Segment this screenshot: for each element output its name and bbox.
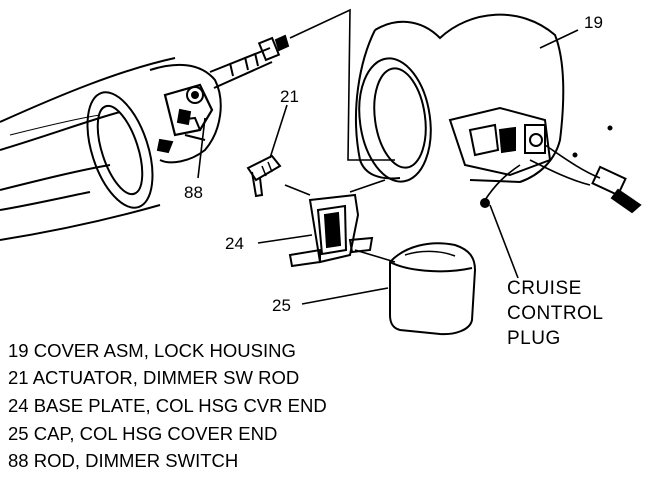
legend-item: 88 ROD, DIMMER SWITCH: [8, 450, 238, 471]
legend-item: 25 CAP, COL HSG COVER END: [8, 423, 277, 444]
callout-88: 88: [184, 183, 203, 202]
parts-legend: 19 COVER ASM, LOCK HOUSING 21 ACTUATOR, …: [8, 340, 327, 471]
plug-label-line1: CRUISE: [507, 278, 582, 299]
steering-column-illustration: [0, 34, 290, 241]
legend-item: 24 BASE PLATE, COL HSG CVR END: [8, 395, 327, 416]
lock-housing-cover-illustration: [355, 13, 642, 214]
callout-19: 19: [584, 13, 603, 32]
leader-lines: [197, 29, 579, 305]
end-cap-illustration: [389, 242, 477, 336]
legend-item: 19 COVER ASM, LOCK HOUSING: [8, 340, 296, 361]
callout-24: 24: [225, 234, 244, 253]
legend-item: 21 ACTUATOR, DIMMER SW ROD: [8, 367, 299, 388]
dimmer-actuator-illustration: [246, 154, 282, 198]
base-plate-illustration: [288, 193, 374, 268]
plug-label-line2: CONTROL: [507, 303, 603, 324]
plug-label-line3: PLUG: [507, 328, 561, 349]
callout-25: 25: [272, 296, 291, 315]
callout-21: 21: [280, 87, 299, 106]
